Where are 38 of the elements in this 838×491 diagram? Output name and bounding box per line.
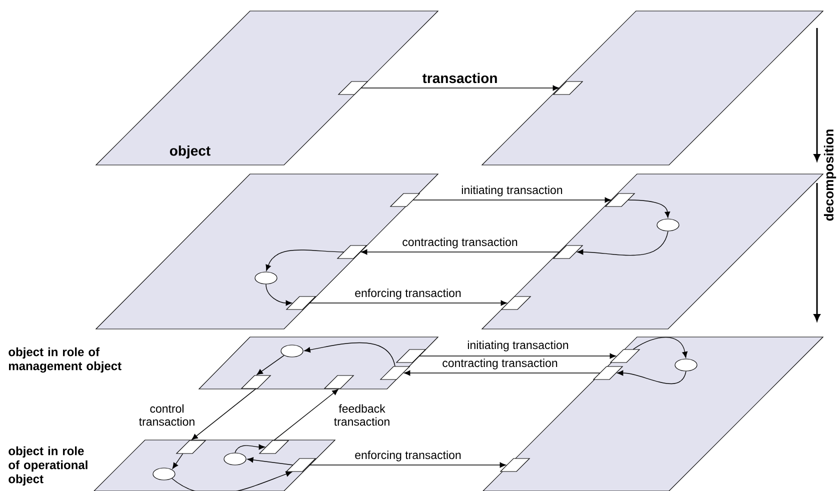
arrow xyxy=(418,353,616,359)
arrow xyxy=(361,249,560,255)
arrow xyxy=(234,444,265,454)
edge-label: control transaction xyxy=(132,404,202,426)
edge-label: enforcing transaction xyxy=(354,450,462,462)
arrow xyxy=(247,457,294,466)
arrow xyxy=(412,197,611,203)
arrow xyxy=(274,389,338,441)
arrow xyxy=(360,85,559,91)
state-ellipse xyxy=(280,344,304,358)
arrow xyxy=(266,250,344,271)
arrow xyxy=(256,355,284,375)
arrow xyxy=(304,342,396,367)
state-ellipse xyxy=(656,218,680,232)
state-ellipse xyxy=(152,468,176,480)
arrow xyxy=(308,462,506,468)
state-ellipse xyxy=(224,452,246,466)
arrow xyxy=(628,200,670,218)
arrow xyxy=(266,284,292,306)
edge-label: feedback transaction xyxy=(326,404,398,426)
arrow xyxy=(577,230,668,256)
arrow xyxy=(404,370,600,376)
edge-label: initiating transaction xyxy=(460,185,564,197)
arrow xyxy=(617,370,686,384)
arrow xyxy=(192,388,256,440)
arrow xyxy=(172,471,292,491)
state-ellipse xyxy=(674,358,698,372)
edge-label: initiating transaction xyxy=(466,340,570,352)
arrow xyxy=(632,336,688,358)
edge-label: contracting transaction xyxy=(442,358,558,370)
state-ellipse xyxy=(254,272,278,284)
plane-caption: object in role of operational object xyxy=(8,446,88,486)
plane-caption: object in role of management object xyxy=(8,347,122,373)
edge-label: contracting transaction xyxy=(402,237,518,249)
vertical-label: decomposition xyxy=(824,130,836,221)
arrow xyxy=(308,300,507,306)
arrow xyxy=(172,453,184,469)
edge-label: enforcing transaction xyxy=(354,288,462,300)
